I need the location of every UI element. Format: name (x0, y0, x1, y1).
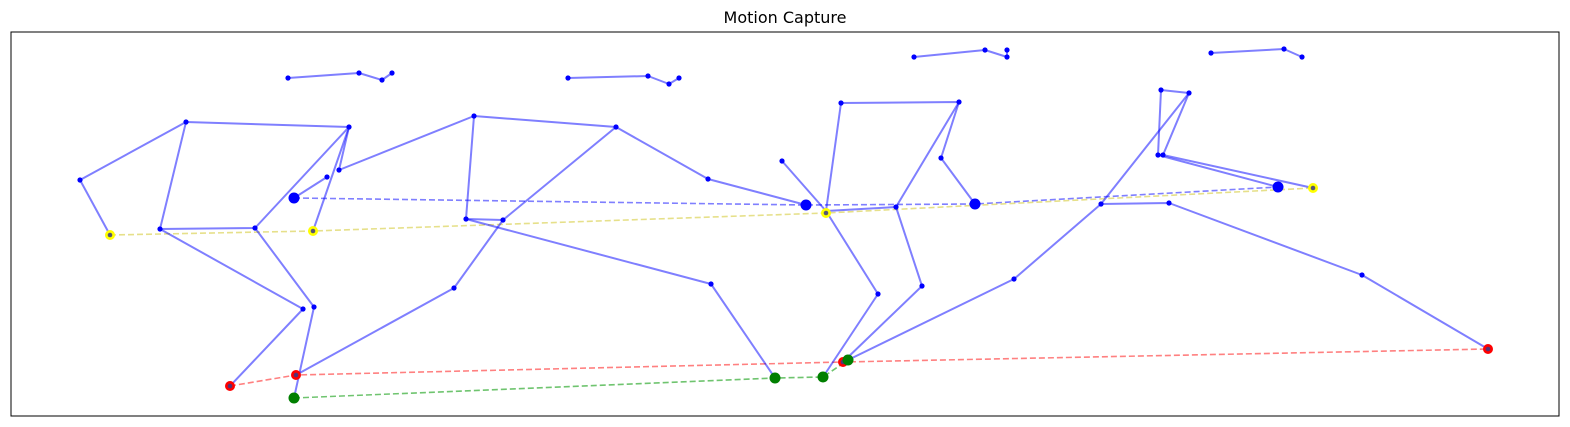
bone-line-4 (185, 121, 350, 128)
joint-point-17 (676, 75, 682, 81)
joint-point-5 (183, 119, 189, 125)
trail-line-0 (293, 186, 1279, 206)
joint-point-12 (300, 306, 306, 312)
joint-point-2 (379, 77, 385, 83)
joint-point-39 (1158, 87, 1164, 93)
joint-point-11 (324, 174, 330, 180)
joint-point-37 (1281, 46, 1287, 52)
joint-point-18 (471, 113, 477, 119)
joint-point-6 (157, 226, 163, 232)
joint-point-28 (1004, 47, 1010, 53)
joint-point-36 (1208, 50, 1214, 56)
bone-line-20 (1210, 48, 1303, 58)
joint-point-13 (311, 304, 317, 310)
joint-point-4 (77, 177, 83, 183)
bone-line-23 (847, 92, 1190, 361)
joint-point-1 (356, 70, 362, 76)
marker-point-0 (288, 192, 300, 204)
bone-line-5 (159, 228, 304, 387)
bones-layer (79, 48, 1489, 399)
chart-title: Motion Capture (724, 8, 847, 27)
marker-point-2 (969, 198, 981, 210)
joint-point-43 (1098, 201, 1104, 207)
joint-point-21 (463, 216, 469, 222)
joint-point-41 (1160, 152, 1166, 158)
joint-point-0 (285, 75, 291, 81)
bone-line-15 (840, 101, 976, 205)
bone-line-22 (1157, 89, 1279, 188)
trail-line-3 (293, 359, 849, 399)
joint-point-46 (1359, 272, 1365, 278)
marker-core-5 (310, 228, 316, 234)
marker-core-11 (1485, 346, 1491, 352)
joint-point-8 (346, 124, 352, 130)
joint-point-14 (565, 75, 571, 81)
joint-point-45 (1011, 276, 1017, 282)
bone-line-6 (254, 227, 315, 399)
bone-line-18 (842, 101, 960, 363)
marker-core-4 (107, 232, 113, 238)
bone-line-9 (338, 115, 807, 206)
marker-point-12 (288, 392, 300, 404)
joint-point-40 (1186, 90, 1192, 96)
joint-point-16 (666, 81, 672, 87)
joint-point-29 (838, 100, 844, 106)
joint-point-33 (893, 204, 899, 210)
joint-point-42 (1155, 152, 1161, 158)
bone-line-19 (825, 206, 897, 212)
bone-line-24 (1100, 202, 1489, 350)
marker-point-1 (800, 199, 812, 211)
joint-point-34 (875, 291, 881, 297)
joint-point-15 (645, 73, 651, 79)
joint-point-26 (982, 47, 988, 53)
joint-point-24 (451, 285, 457, 291)
bone-line-17 (825, 102, 842, 212)
joint-point-25 (911, 54, 917, 60)
plot-frame (10, 31, 1560, 417)
marker-point-13 (769, 372, 781, 384)
bone-line-2 (338, 126, 350, 171)
joint-point-35 (919, 283, 925, 289)
joint-point-10 (336, 167, 342, 173)
joint-point-20 (705, 176, 711, 182)
joints-layer (77, 46, 1365, 312)
joint-point-23 (708, 281, 714, 287)
bone-line-3 (293, 176, 328, 199)
bone-line-8 (567, 75, 680, 85)
bone-line-12 (295, 219, 504, 376)
bone-line-21 (1160, 89, 1314, 189)
markers-layer (105, 181, 1493, 404)
bone-line-10 (465, 115, 617, 221)
bone-line-0 (287, 72, 393, 81)
trail-line-2 (229, 348, 1489, 387)
joint-point-19 (613, 124, 619, 130)
joint-point-22 (500, 217, 506, 223)
bone-line-13 (913, 49, 1008, 58)
bone-line-16 (781, 160, 879, 378)
marker-point-14 (817, 371, 829, 383)
marker-core-8 (227, 383, 233, 389)
marker-core-6 (823, 210, 829, 216)
marker-point-3 (1272, 181, 1284, 193)
joint-point-38 (1299, 54, 1305, 60)
bone-line-1 (79, 121, 350, 232)
bone-line-7 (79, 179, 111, 236)
joint-point-27 (1004, 54, 1010, 60)
joint-point-3 (389, 70, 395, 76)
marker-core-7 (1310, 185, 1316, 191)
joint-point-32 (779, 158, 785, 164)
trails-layer (109, 186, 1489, 399)
trail-line-1 (109, 187, 1314, 236)
joint-point-31 (938, 155, 944, 161)
bone-line-11 (465, 218, 776, 379)
joint-point-44 (1166, 200, 1172, 206)
joint-point-30 (956, 99, 962, 105)
joint-point-7 (252, 225, 258, 231)
marker-core-9 (293, 372, 299, 378)
marker-point-15 (842, 354, 854, 366)
